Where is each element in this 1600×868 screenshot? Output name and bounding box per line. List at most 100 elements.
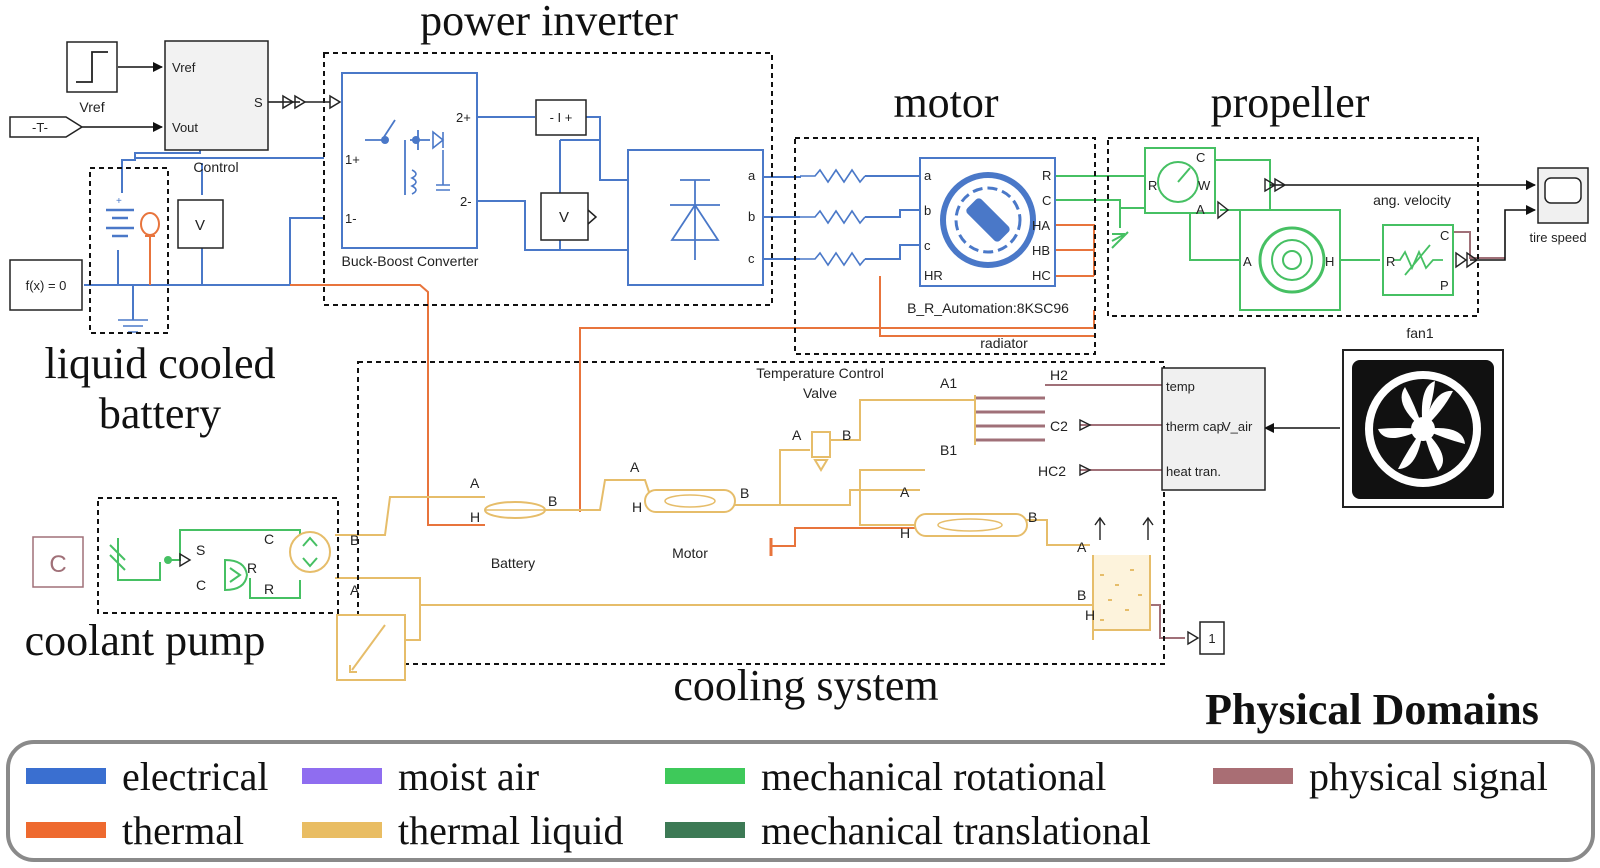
- pump-port-c: C: [196, 577, 206, 593]
- buck-port-2p: 2+: [456, 110, 471, 125]
- control-label: Control: [193, 159, 238, 175]
- inverter-pipe-port-b: B: [1028, 509, 1037, 525]
- inverter-voltage-sensor-label: V: [559, 209, 569, 226]
- liquid-cooled-battery-title-2: battery: [99, 389, 221, 438]
- damper-port-r: R: [1386, 254, 1395, 269]
- motor-port-r: R: [1042, 168, 1051, 183]
- signal-wires: [82, 62, 1536, 433]
- motor-name-label: B_R_Automation:8KSC96: [907, 300, 1069, 316]
- voltage-sensor-label: V: [195, 217, 205, 234]
- reservoir-tank-block[interactable]: A B H: [1077, 516, 1154, 631]
- buck-boost-converter-block[interactable]: 1+ 1- 2+ 2- Buck-Boost Converter: [341, 72, 479, 269]
- pump-port-r2: R: [264, 581, 274, 597]
- damper-port-p: P: [1440, 278, 1449, 293]
- legend-swatch-4: [26, 822, 106, 838]
- legend-swatch-6: [665, 822, 745, 838]
- tire-speed-label: tire speed: [1529, 230, 1586, 245]
- tank-port-b: B: [1077, 587, 1086, 603]
- legend-label-6: mechanical translational: [761, 808, 1151, 853]
- voltage-sensor-block[interactable]: V: [177, 199, 224, 249]
- legend-title: Physical Domains: [1205, 685, 1539, 734]
- inertia-block[interactable]: A H: [1239, 209, 1341, 311]
- legend-box: [6, 740, 1595, 862]
- legend-label-1: moist air: [398, 754, 539, 799]
- constant-block[interactable]: C: [32, 536, 84, 588]
- radiator-port-a1: A1: [940, 375, 957, 391]
- legend-label-5: thermal liquid: [398, 808, 624, 853]
- motor-port-c: c: [924, 238, 931, 253]
- control-subsystem-block[interactable]: Vref Vout S Control: [164, 40, 269, 175]
- temp-valve-port-a: A: [792, 427, 802, 443]
- radiator-port-vair: V_air: [1222, 419, 1253, 434]
- battery-pipe-port-a: A: [470, 475, 480, 491]
- fan-block[interactable]: fan1: [1342, 325, 1504, 508]
- battery-group: [89, 167, 169, 334]
- inverter-pipe-port-h: H: [900, 525, 910, 541]
- inverter-port-b: b: [748, 209, 755, 224]
- display-block[interactable]: 1: [1187, 621, 1225, 655]
- legend-swatch-3: [1213, 768, 1293, 784]
- coolant-pump-group: [97, 497, 339, 614]
- radiator-port-b1: B1: [940, 442, 957, 458]
- motor-port-ha: HA: [1032, 218, 1050, 233]
- sensor-port-a: A: [1196, 202, 1205, 217]
- sensor-port-r: R: [1148, 178, 1157, 193]
- radiator-port-c2: C2: [1050, 418, 1068, 434]
- constant-label: C: [49, 551, 66, 578]
- current-sensor-label: - I +: [550, 110, 573, 125]
- battery-pipe-label: Battery: [491, 555, 535, 571]
- radiator-port-hc2: HC2: [1038, 463, 1066, 479]
- inverter-pipe-block[interactable]: A H B: [900, 484, 1037, 541]
- liquid-cooled-battery-title-1: liquid cooled: [45, 339, 276, 388]
- radiator-label: radiator: [980, 335, 1028, 351]
- pump-port-r: R: [247, 560, 257, 576]
- motor-pipe-port-b: B: [740, 485, 749, 501]
- temp-valve-port-b: B: [842, 427, 851, 443]
- motor-resistors: [800, 168, 866, 267]
- inverter-block[interactable]: a b c: [627, 149, 764, 286]
- motor-port-hb: HB: [1032, 243, 1050, 258]
- radiator-port-h2: H2: [1050, 367, 1068, 383]
- battery-symbol: +: [106, 196, 160, 246]
- temperature-control-valve-block[interactable]: Temperature Control Valve A B: [756, 365, 884, 472]
- tank-port-a: A: [1077, 539, 1087, 555]
- scope-block[interactable]: tire speed: [1529, 167, 1589, 245]
- legend-swatch-1: [302, 768, 382, 784]
- battery-pipe-block[interactable]: A H B Battery: [470, 475, 557, 571]
- thermal-liquid-wires: [335, 399, 1150, 641]
- motor-title: motor: [893, 78, 998, 127]
- vref-step-block[interactable]: Vref: [66, 41, 118, 115]
- solver-config-block[interactable]: f(x) = 0: [9, 259, 83, 311]
- inverter-voltage-sensor-block[interactable]: V: [540, 192, 598, 241]
- display-value: 1: [1208, 631, 1215, 646]
- temp-valve-label-1: Temperature Control: [756, 365, 884, 381]
- radiator-subsystem-block[interactable]: temp therm cap V_air heat tran.: [1161, 367, 1266, 491]
- cooling-system-title: cooling system: [673, 661, 938, 710]
- pump-port-c2: C: [264, 531, 274, 547]
- motor-pipe-block[interactable]: A H B Motor: [630, 459, 749, 561]
- motor-block[interactable]: a b c R C HA HB HC HR B_R_Automation:8KS…: [907, 157, 1069, 316]
- control-out-s: S: [254, 95, 263, 110]
- motor-pipe-port-h: H: [632, 499, 642, 515]
- ideal-rotational-sensor-block[interactable]: R C W A ang. velocity: [1144, 147, 1451, 220]
- coolant-pump-title: coolant pump: [25, 616, 266, 665]
- tank-port-h: H: [1085, 607, 1095, 623]
- radiator-fins: H2 A1 B1 C2 HC2: [940, 367, 1092, 479]
- motor-pipe-port-a: A: [630, 459, 640, 475]
- legend-label-0: electrical: [122, 754, 269, 799]
- current-sensor-block[interactable]: - I +: [535, 99, 587, 136]
- rotational-damper-block[interactable]: R C P: [1382, 224, 1479, 296]
- buck-port-2m: 2-: [460, 194, 472, 209]
- motor-port-b: b: [924, 203, 931, 218]
- group-boxes: [89, 52, 1479, 665]
- inertia-port-a: A: [1243, 254, 1252, 269]
- pump-port-a: A: [350, 582, 360, 598]
- control-in-vout: Vout: [172, 120, 198, 135]
- sensor-port-w: W: [1198, 178, 1211, 193]
- radiator-port-temp: temp: [1166, 379, 1195, 394]
- temp-valve-label-2: Valve: [803, 385, 837, 401]
- goto-tag-block[interactable]: -T-: [9, 116, 84, 138]
- motor-port-hc: HC: [1032, 268, 1051, 283]
